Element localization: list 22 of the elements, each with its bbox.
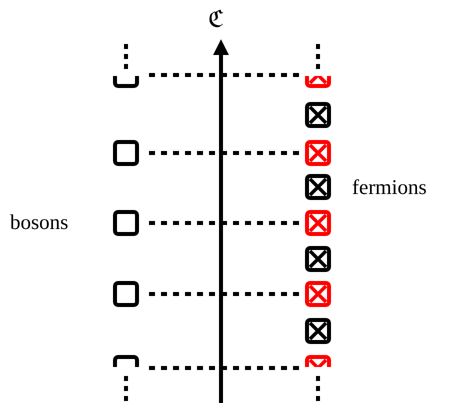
fermion-box: [303, 76, 333, 90]
axis-label: ℭ: [208, 8, 224, 32]
boson-box: [111, 76, 141, 90]
boson-box: [111, 353, 141, 367]
dotted-line: [149, 151, 299, 155]
group-label: bosons: [10, 212, 68, 233]
fermion-box: [303, 138, 333, 168]
dotted-line: [149, 292, 299, 296]
dotted-line: [149, 366, 299, 370]
fermion-box: [303, 100, 333, 130]
boson-box: [111, 138, 141, 168]
boson-box: [111, 279, 141, 309]
fermion-box: [303, 353, 333, 367]
fermion-box: [303, 172, 333, 202]
fermion-box: [303, 316, 333, 346]
boson-box: [111, 208, 141, 238]
dotted-line: [149, 221, 299, 225]
fermion-box: [303, 244, 333, 274]
group-label: fermions: [352, 177, 427, 198]
dotted-line: [149, 73, 299, 77]
fermion-box: [303, 208, 333, 238]
fermion-box: [303, 279, 333, 309]
